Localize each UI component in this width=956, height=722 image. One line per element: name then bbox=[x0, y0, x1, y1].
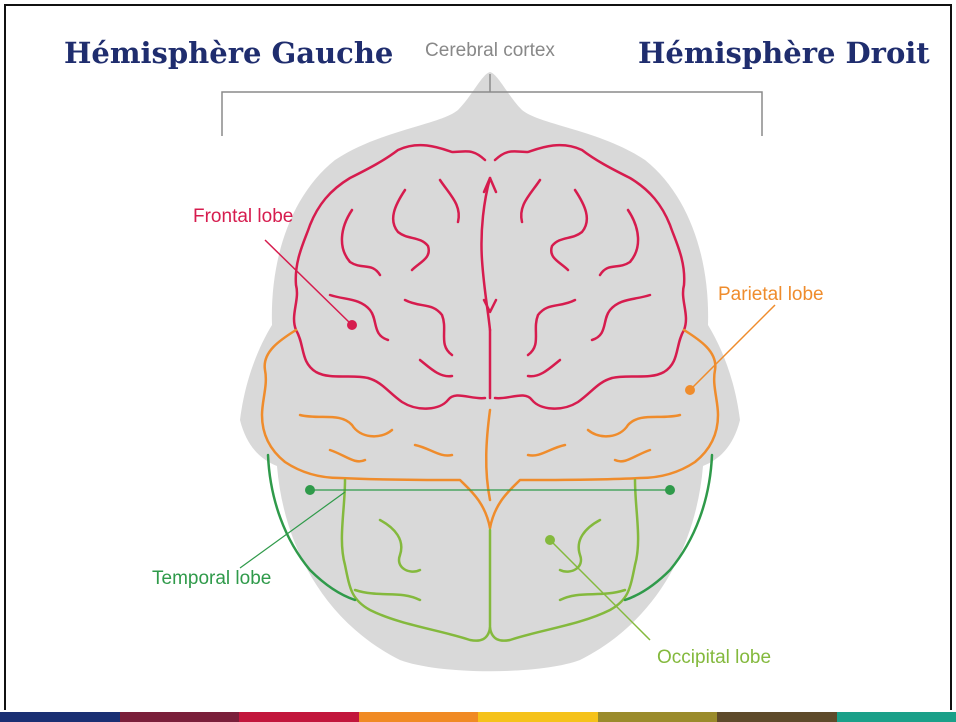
occipital-lobe-label: Occipital lobe bbox=[657, 647, 771, 668]
bottom-bar-segment bbox=[478, 712, 598, 722]
bottom-color-bar bbox=[0, 712, 956, 722]
cerebral-cortex-label: Cerebral cortex bbox=[425, 40, 555, 61]
temporal-lobe-label: Temporal lobe bbox=[152, 568, 271, 589]
bottom-bar-segment bbox=[359, 712, 479, 722]
bottom-bar-segment bbox=[239, 712, 359, 722]
bottom-bar-segment bbox=[0, 712, 120, 722]
bottom-bar-segment bbox=[717, 712, 837, 722]
bottom-bar-segment bbox=[120, 712, 240, 722]
left-hemisphere-title: Hémisphère Gauche bbox=[64, 36, 393, 70]
bottom-bar-segment bbox=[837, 712, 956, 722]
right-hemisphere-title: Hémisphère Droit bbox=[638, 36, 930, 70]
parietal-lobe-label: Parietal lobe bbox=[718, 284, 824, 305]
bottom-bar-segment bbox=[598, 712, 718, 722]
frontal-lobe-label: Frontal lobe bbox=[193, 206, 293, 227]
